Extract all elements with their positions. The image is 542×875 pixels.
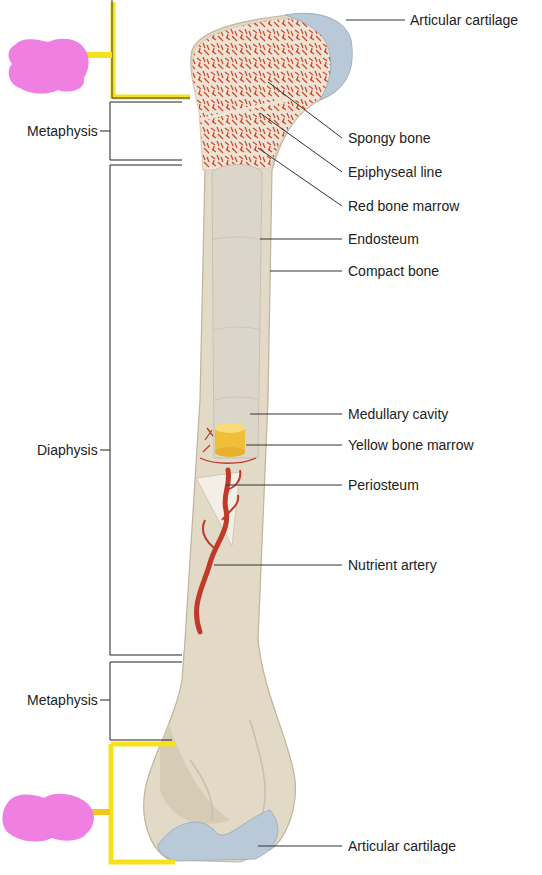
leader-line bbox=[250, 414, 342, 415]
bone-body bbox=[144, 14, 352, 862]
region-brackets bbox=[100, 102, 182, 740]
leader-line bbox=[214, 565, 342, 566]
part-label: Spongy bone bbox=[348, 130, 431, 146]
pink-cover bbox=[9, 39, 89, 94]
condyle-line bbox=[190, 760, 213, 820]
bracket bbox=[100, 102, 182, 160]
leader-line bbox=[270, 271, 342, 272]
cavity-texture bbox=[212, 237, 262, 400]
yellow-stub bbox=[85, 52, 112, 58]
leader-line bbox=[226, 485, 342, 486]
bone-shading bbox=[160, 700, 265, 824]
part-label: Metaphysis bbox=[27, 692, 98, 708]
marrow-vessels bbox=[200, 428, 256, 463]
pink-cover bbox=[3, 794, 94, 842]
bracket bbox=[112, 0, 190, 98]
part-label: Yellow bone marrow bbox=[348, 437, 474, 453]
articular-cartilage bbox=[285, 13, 352, 100]
artery-branch bbox=[203, 470, 240, 548]
part-label: Metaphysis bbox=[27, 123, 98, 139]
leader-line bbox=[268, 82, 342, 138]
epiphyseal-line bbox=[200, 98, 300, 120]
part-label: Endosteum bbox=[348, 231, 419, 247]
yellow-marrow-top bbox=[215, 423, 245, 433]
part-label: Compact bone bbox=[348, 263, 439, 279]
condyle-shade bbox=[160, 700, 230, 824]
part-label: Medullary cavity bbox=[348, 406, 448, 422]
yellow-bracket bbox=[111, 744, 175, 862]
articular-cartilage bbox=[158, 810, 278, 861]
yellow-marrow-bottom bbox=[215, 447, 245, 457]
condyle-line bbox=[250, 720, 265, 815]
leader-line bbox=[258, 148, 342, 206]
bracket bbox=[100, 662, 182, 740]
leader-line bbox=[258, 846, 342, 847]
part-label: Red bone marrow bbox=[348, 198, 459, 214]
part-label: Periosteum bbox=[348, 477, 419, 493]
nutrient-artery bbox=[197, 470, 229, 632]
leader-line bbox=[260, 239, 342, 240]
part-label: Epiphyseal line bbox=[348, 164, 442, 180]
yellow-bracket bbox=[113, 2, 190, 97]
part-label: Articular cartilage bbox=[410, 12, 518, 28]
leader-line bbox=[346, 20, 405, 21]
part-label: Nutrient artery bbox=[348, 557, 437, 573]
part-label: Articular cartilage bbox=[348, 838, 456, 854]
leader-line bbox=[260, 113, 342, 172]
spongy-bone bbox=[192, 18, 342, 170]
bracket bbox=[100, 165, 182, 655]
leader-line bbox=[246, 445, 342, 446]
part-label: Diaphysis bbox=[37, 442, 98, 458]
